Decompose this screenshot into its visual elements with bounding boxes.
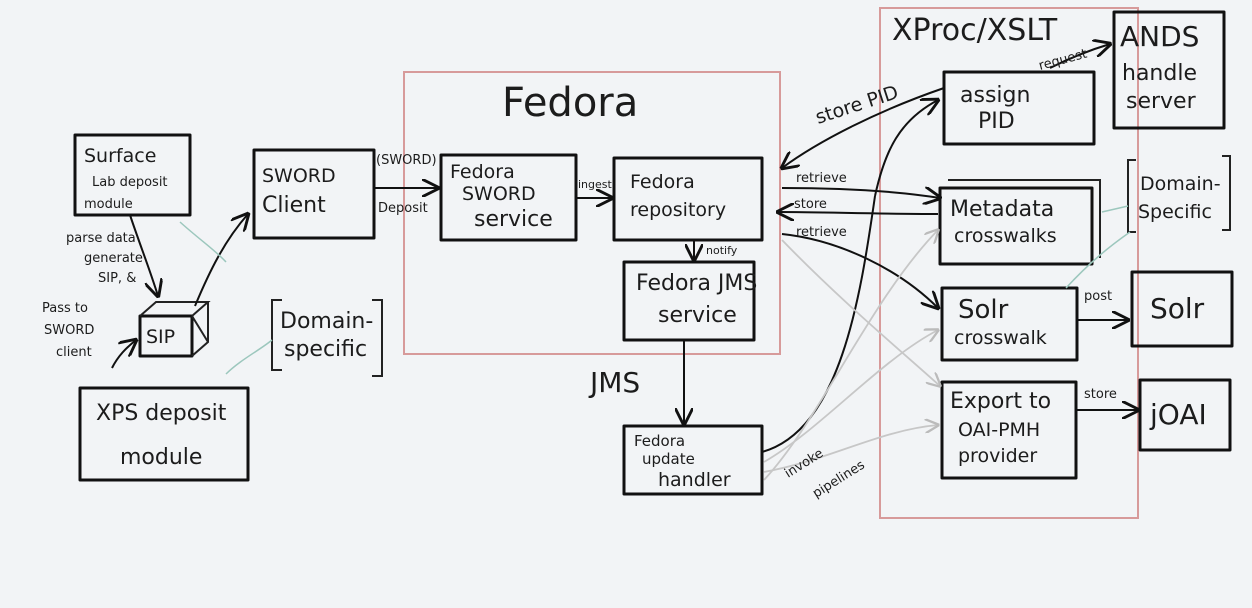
sip-package: SIP xyxy=(138,301,211,358)
label-request: request xyxy=(1037,47,1089,74)
svg-text:Fedora: Fedora xyxy=(630,171,695,193)
svg-text:service: service xyxy=(474,207,553,232)
svg-text:Client: Client xyxy=(262,193,326,218)
svg-text:Fedora: Fedora xyxy=(450,161,515,183)
arrow-handler-to-assign xyxy=(761,195,876,453)
svg-text:SWORD: SWORD xyxy=(44,323,94,338)
fedora-repository: Fedora repository xyxy=(612,156,764,242)
label-store: store xyxy=(794,197,827,212)
surface-lab-deposit-module: Surface Lab deposit module xyxy=(73,133,192,217)
svg-text:Pass to: Pass to xyxy=(42,301,88,316)
svg-text:SWORD: SWORD xyxy=(462,183,536,205)
svg-text:service: service xyxy=(658,303,737,328)
arrow-store-metadata xyxy=(778,212,939,214)
svg-text:invoke: invoke xyxy=(782,446,826,481)
label-store-pid: store PID xyxy=(813,81,901,128)
ands-handle-server-box: ANDS handle server xyxy=(1112,10,1226,130)
label-retrieve-1: retrieve xyxy=(796,171,847,186)
svg-text:update: update xyxy=(642,450,695,468)
arrow-sip-to-sword-client xyxy=(194,214,248,307)
arrow-retrieve-metadata xyxy=(781,188,940,198)
link-xps-domain xyxy=(225,339,273,375)
assign-pid-box: assign PID xyxy=(942,70,1096,146)
svg-text:client: client xyxy=(56,345,92,360)
label-sword: (SWORD) xyxy=(376,153,437,168)
svg-text:SIP: SIP xyxy=(146,326,175,348)
arrow-surface-to-sip xyxy=(129,214,158,296)
svg-text:handler: handler xyxy=(658,469,731,491)
sword-client-box: SWORD Client xyxy=(252,148,376,240)
svg-text:module: module xyxy=(84,197,133,212)
export-oai-pmh-box: Export to OAI-PMH provider xyxy=(940,380,1078,480)
fedora-sword-service: Fedora SWORD service xyxy=(439,153,578,242)
solr-crosswalk-box: Solr crosswalk xyxy=(940,286,1079,362)
svg-text:specific: specific xyxy=(284,337,367,362)
link-metadata-domain xyxy=(1101,205,1129,213)
svg-text:server: server xyxy=(1126,89,1197,114)
svg-text:SWORD: SWORD xyxy=(262,165,336,187)
metadata-crosswalks-box: Metadata crosswalks xyxy=(938,179,1101,266)
svg-text:Solr: Solr xyxy=(1150,292,1205,325)
svg-text:Solr: Solr xyxy=(958,295,1009,325)
arrow-handler-to-assign-head xyxy=(874,100,938,197)
svg-text:Lab deposit: Lab deposit xyxy=(92,175,168,190)
svg-text:Domain-: Domain- xyxy=(280,309,373,334)
label-pass: Pass to SWORD client xyxy=(42,301,94,360)
domain-specific-left: Domain- specific xyxy=(271,299,383,377)
fedora-region-title: Fedora xyxy=(502,80,638,126)
xps-deposit-module: XPS deposit module xyxy=(78,386,250,482)
label-store-joai: store xyxy=(1084,387,1117,402)
joai-box: jOAI xyxy=(1138,378,1232,452)
fedora-jms-service: Fedora JMS service xyxy=(622,260,757,342)
svg-text:Fedora: Fedora xyxy=(634,432,685,450)
label-notify: notify xyxy=(706,244,738,257)
svg-text:jOAI: jOAI xyxy=(1149,398,1207,431)
arrow-retrieve-export xyxy=(781,239,940,386)
svg-text:Specific: Specific xyxy=(1138,201,1212,223)
arrow-invoke-metadata xyxy=(763,230,938,481)
svg-text:provider: provider xyxy=(958,445,1037,467)
svg-text:XPS deposit: XPS deposit xyxy=(96,401,227,426)
svg-text:OAI-PMH: OAI-PMH xyxy=(958,419,1040,441)
svg-text:handle: handle xyxy=(1122,61,1197,86)
svg-text:repository: repository xyxy=(630,199,726,221)
svg-text:generate: generate xyxy=(84,251,143,266)
svg-text:module: module xyxy=(120,445,202,470)
xproc-region-title: XProc/XSLT xyxy=(892,13,1058,48)
svg-text:crosswalk: crosswalk xyxy=(954,327,1047,349)
svg-text:SIP, &: SIP, & xyxy=(98,271,136,286)
arrow-invoke-export xyxy=(763,425,938,473)
svg-text:assign: assign xyxy=(960,83,1030,108)
svg-text:parse data: parse data xyxy=(66,231,136,246)
solr-box: Solr xyxy=(1130,270,1234,348)
arrow-retrieve-solr xyxy=(781,233,938,308)
arrow-request xyxy=(1049,44,1110,69)
svg-text:Fedora JMS: Fedora JMS xyxy=(636,271,757,296)
arrow-invoke-solr xyxy=(763,330,938,463)
label-ingest: ingest xyxy=(578,178,613,191)
label-retrieve-2: retrieve xyxy=(796,225,847,240)
label-jms: JMS xyxy=(588,366,640,399)
label-deposit: Deposit xyxy=(378,201,428,216)
domain-specific-right: Domain- Specific xyxy=(1127,155,1231,233)
arrow-store-pid xyxy=(782,87,945,168)
label-post: post xyxy=(1084,289,1112,304)
label-invoke-pipelines: invoke pipelines xyxy=(782,446,868,501)
link-solr-domain xyxy=(1065,231,1131,289)
svg-text:Surface: Surface xyxy=(84,145,156,167)
label-parse: parse data generate SIP, & xyxy=(66,231,143,286)
svg-text:ANDS: ANDS xyxy=(1120,20,1199,53)
fedora-update-handler: Fedora update handler xyxy=(622,424,764,496)
svg-text:Export to: Export to xyxy=(950,389,1051,414)
xproc-region xyxy=(879,7,1139,519)
svg-text:Domain-: Domain- xyxy=(1140,173,1221,195)
svg-text:PID: PID xyxy=(978,109,1015,134)
link-surface-domain xyxy=(179,221,227,263)
arrow-xps-to-sip xyxy=(111,340,136,369)
svg-text:Metadata: Metadata xyxy=(950,197,1054,222)
svg-text:crosswalks: crosswalks xyxy=(954,225,1057,247)
svg-text:pipelines: pipelines xyxy=(810,458,868,502)
